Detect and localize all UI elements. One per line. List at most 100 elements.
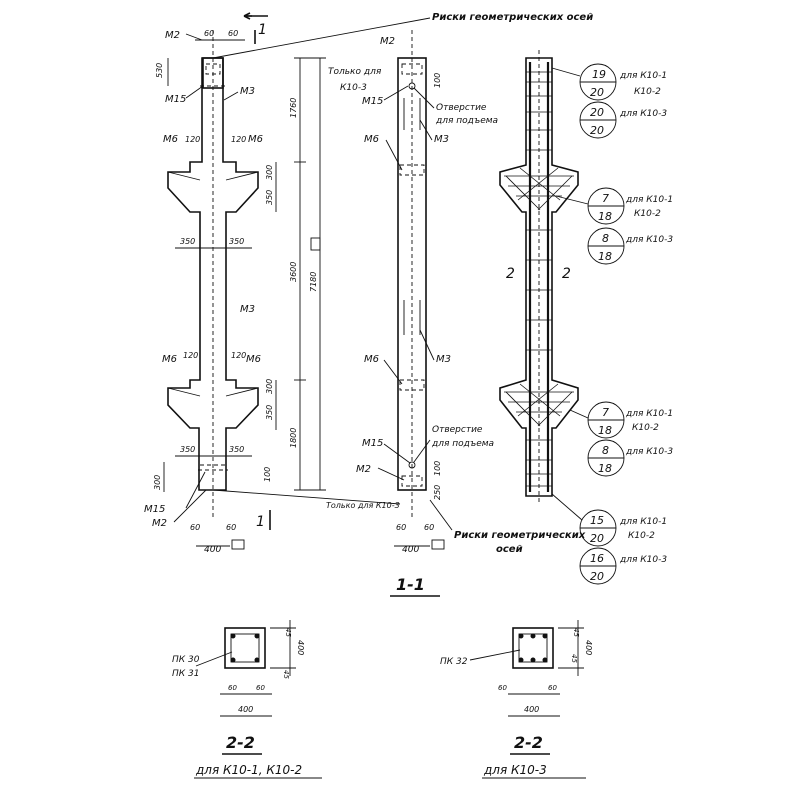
dim-400-left-v: 400: [296, 640, 305, 655]
svg-text:19: 19: [592, 68, 606, 81]
callout-15-20: 15 20 для К10-1 К10-2: [551, 493, 667, 547]
front-elevation-labels: М2 М15 М3 М6 М6 М3 М6 М6 М15 М2 60 60 53…: [144, 29, 277, 555]
note-geometric-axes-top: Риски геометрических осей: [432, 12, 593, 23]
caption-section-2-2-right: для К10-3: [483, 763, 547, 777]
svg-text:для К10-1: для К10-1: [625, 409, 673, 419]
caption-section-2-2-left: для К10-1, К10-2: [195, 763, 302, 777]
cut-1-label-bottom: 1: [256, 514, 265, 530]
svg-text:20: 20: [590, 106, 604, 119]
dim-3600: 3600: [289, 262, 298, 282]
callout-7-18-top: 7 18 для К10-1 К10-2: [555, 187, 673, 225]
label-m6-right-2: М6: [246, 354, 261, 365]
note-only-k10-3-top-1: Только для: [328, 67, 382, 77]
dim-7180: 7180: [309, 272, 318, 292]
dim-250-side: 250: [433, 485, 442, 500]
dim-60-sec-l: 60: [228, 684, 237, 692]
svg-text:7: 7: [602, 406, 609, 419]
callout-7-18-bottom: 7 18 для К10-1 К10-2: [569, 401, 673, 439]
dim-1760: 1760: [289, 98, 298, 118]
note-lifting-hole-top-2: для подъема: [435, 116, 498, 126]
overall-dimensions: 1760 3600 1800 7180: [289, 57, 326, 491]
label-pk32: ПК 32: [440, 657, 468, 667]
svg-text:18: 18: [598, 250, 612, 263]
svg-text:18: 18: [598, 210, 612, 223]
label-m3-side-2: М3: [436, 354, 451, 365]
dim-530: 530: [155, 63, 164, 78]
side-elevation: М2 Только для К10-3 М15 Отверстие для по…: [326, 30, 586, 555]
dim-45-left-bottom: 45: [282, 670, 290, 679]
svg-text:18: 18: [598, 462, 612, 475]
dim-60-bottom-l: 60: [190, 523, 200, 532]
callouts: 19 20 для К10-1 К10-2 20 20 для К10-3 7 …: [551, 63, 673, 585]
callout-8-18-top: 8 18 для К10-3: [587, 227, 673, 265]
dim-400-right-v: 400: [584, 640, 593, 655]
dim-300-v-1: 300: [265, 165, 274, 180]
callout-8-18-bottom: 8 18 для К10-3: [587, 439, 673, 477]
label-pk31: ПК 31: [172, 669, 199, 679]
dim-350-v-2: 350: [265, 405, 274, 420]
dim-45-right-mid: 45: [570, 654, 578, 663]
callout-20-20: 20 20 для К10-3: [579, 101, 667, 139]
dim-300-bottom: 300: [153, 475, 162, 490]
svg-text:К10-2: К10-2: [634, 209, 661, 219]
cut-2-label-right: 2: [562, 266, 571, 282]
dim-350-v-1: 350: [265, 190, 274, 205]
dim-120-r: 120: [231, 135, 246, 144]
dim-400-sec-left: 400: [238, 705, 253, 714]
dim-100-bottom-left: 100: [263, 467, 272, 482]
dim-300-v-2: 300: [265, 379, 274, 394]
title-section-1-1: 1-1: [396, 575, 425, 594]
cut-1-label-top: 1: [258, 22, 267, 38]
svg-text:18: 18: [598, 424, 612, 437]
dim-45-left-top: 45: [284, 628, 292, 637]
svg-text:20: 20: [590, 124, 604, 137]
note-only-k10-3-top-2: К10-3: [340, 83, 367, 93]
note-lifting-hole-bottom-2: для подъема: [431, 439, 494, 449]
dim-1800: 1800: [289, 428, 298, 448]
title-section-2-2-right: 2-2: [514, 733, 543, 752]
dim-350-right-2: 350: [229, 445, 244, 454]
note-geometric-axes-bottom-1: Риски геометрических: [454, 530, 586, 541]
label-m6-left-2: М6: [162, 354, 177, 365]
svg-text:15: 15: [590, 514, 604, 527]
dim-100-side-top: 100: [433, 73, 442, 88]
front-elevation: [167, 30, 259, 520]
label-m2-side-top: М2: [380, 36, 395, 47]
title-section-2-2-left: 2-2: [226, 733, 255, 752]
dim-60-bottom-r: 60: [226, 523, 236, 532]
svg-text:7: 7: [602, 192, 609, 205]
label-m3-left-1: М3: [240, 86, 255, 97]
svg-text:для К10-1: для К10-1: [619, 71, 667, 81]
dim-60-side-r: 60: [424, 523, 434, 532]
section-cut-1: 1 1: [243, 12, 271, 530]
svg-text:К10-2: К10-2: [634, 87, 661, 97]
dim-60-side-l: 60: [396, 523, 406, 532]
label-pk30: ПК 30: [172, 655, 200, 665]
callout-16-20: 16 20 для К10-3: [579, 547, 667, 585]
label-m2-side-bottom: М2: [356, 464, 371, 475]
dim-350-right-1: 350: [229, 237, 244, 246]
dim-400-sec-right: 400: [524, 705, 539, 714]
svg-text:20: 20: [590, 86, 604, 99]
dim-350-left-2: 350: [180, 445, 195, 454]
svg-text:20: 20: [590, 570, 604, 583]
label-m6-left-1: М6: [163, 134, 178, 145]
axis-leaders: Риски геометрических осей: [212, 12, 593, 505]
label-m15-left-bottom: М15: [144, 504, 165, 515]
label-m3-side-1: М3: [434, 134, 449, 145]
label-m6-right-1: М6: [248, 134, 263, 145]
dim-60-sec-r: 60: [256, 684, 265, 692]
dim-60-top-l: 60: [204, 29, 214, 38]
svg-text:для К10-3: для К10-3: [625, 235, 673, 245]
svg-text:К10-2: К10-2: [628, 531, 655, 541]
section-2-2-k10-1-k10-2: ПК 30 ПК 31 45 400 45 60 60 400 2-2 для …: [172, 620, 322, 779]
note-lifting-hole-top-1: Отверстие: [436, 103, 487, 113]
section-2-2-k10-3: ПК 32 45 400 45 60 60 400 2-2 для К10-3: [440, 620, 593, 779]
svg-text:для К10-3: для К10-3: [625, 447, 673, 457]
dim-120-r-2: 120: [231, 351, 246, 360]
note-only-k10-3-bottom: Только для К10-3: [326, 501, 400, 510]
section-1-1-reinforcement: 2 2 1-1: [390, 50, 579, 597]
label-m15-side-bottom: М15: [362, 438, 383, 449]
dim-120-l: 120: [185, 135, 200, 144]
label-m15-side: М15: [362, 96, 383, 107]
